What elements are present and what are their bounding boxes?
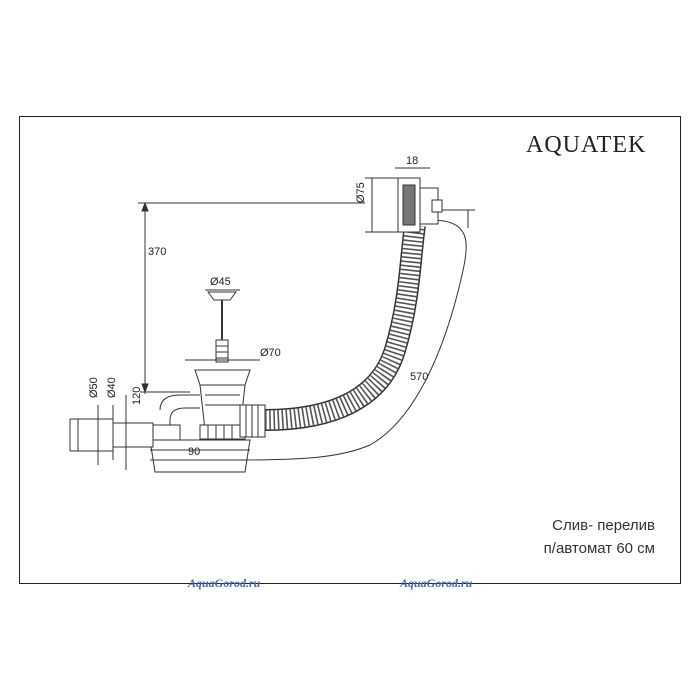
outlet-pipe xyxy=(77,418,114,452)
drain-nut xyxy=(199,424,246,440)
dim-120-label: 120 xyxy=(131,387,143,405)
plug-head xyxy=(207,291,237,301)
product-caption: Слив- перелив п/автомат 60 см xyxy=(544,514,655,560)
trap-coupling xyxy=(149,424,181,441)
trap-elbow-inner xyxy=(169,407,200,440)
drain-body xyxy=(199,384,246,431)
dim-d75-label: Ø75 xyxy=(355,182,367,203)
drain-flange xyxy=(194,369,251,386)
drawing-frame xyxy=(19,116,681,584)
dim-d50-label: Ø50 xyxy=(88,377,100,398)
overflow-cap xyxy=(402,184,416,226)
trap-bowl xyxy=(149,439,251,473)
overflow-cable-nut xyxy=(431,199,443,213)
outlet-reducer xyxy=(112,422,154,448)
watermark-left: AquaGorod.ru xyxy=(188,576,261,590)
trap-elbow-top xyxy=(159,394,200,411)
caption-line-2: п/автомат 60 см xyxy=(543,540,655,557)
dim-d40-label: Ø40 xyxy=(106,377,118,398)
dim-d70-label: Ø70 xyxy=(260,347,281,359)
dim-d45-label: Ø45 xyxy=(210,276,231,288)
caption-line-1: Слив- перелив xyxy=(552,517,655,534)
dim-arc-570 xyxy=(239,219,467,461)
brand-logo: AQUATEK xyxy=(526,132,647,158)
watermark-right: AquaGorod.ru xyxy=(400,576,473,590)
dim-370-label: 370 xyxy=(148,246,166,258)
dim-18-label: 18 xyxy=(406,155,418,167)
plug-spring xyxy=(215,339,229,363)
dim-90-label: 90 xyxy=(188,446,200,458)
dim-570-label: 570 xyxy=(410,371,428,383)
